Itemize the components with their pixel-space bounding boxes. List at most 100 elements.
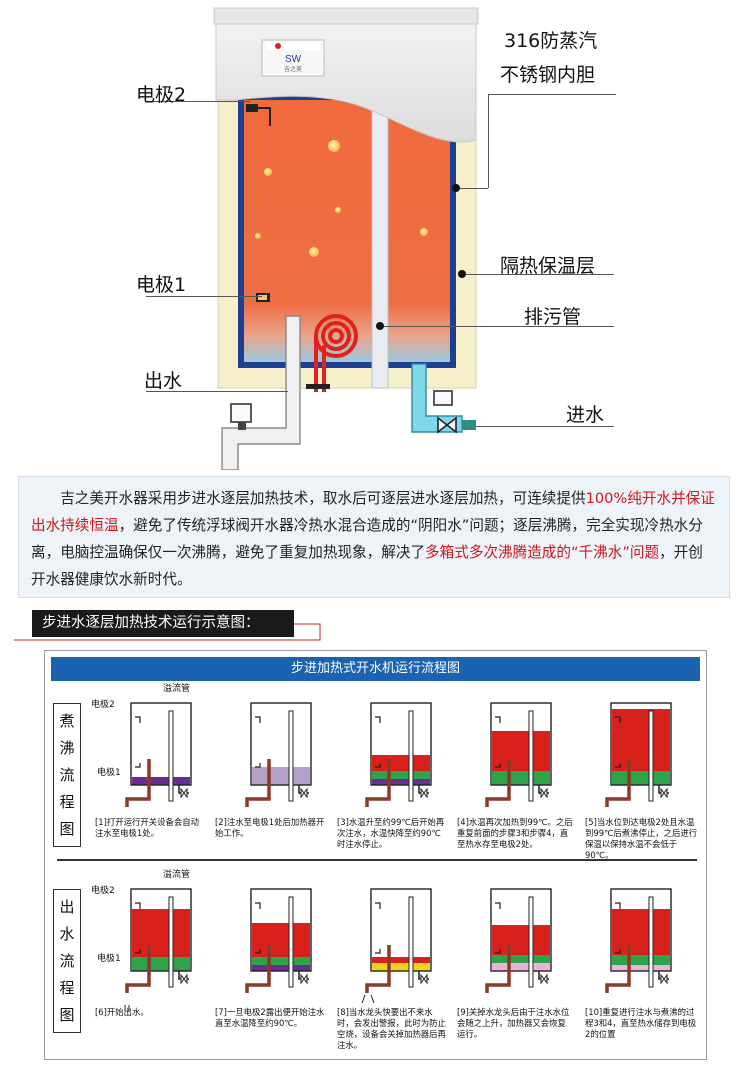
label-electrode-1: 电极1 bbox=[136, 274, 187, 296]
intro-paragraph: 吉之美开水器采用步进水逐层加热技术，取水后可逐层进水逐层加热，可连续提供100%… bbox=[18, 476, 730, 598]
electrode-2-marker bbox=[615, 716, 621, 723]
electrode-1-marker bbox=[495, 763, 501, 768]
label-electrode-2: 电极2 bbox=[136, 84, 187, 106]
row1-caption-4: [4]水温再次加热到99℃。之后重复前面的步骤3和步骤4，直至热水存至电极2处。 bbox=[457, 817, 573, 849]
electrode-2-marker bbox=[495, 716, 501, 723]
alarm-marks bbox=[361, 994, 375, 1004]
label-e2-row1: 电极2 bbox=[91, 700, 115, 710]
inlet-valve bbox=[300, 973, 308, 985]
inlet-valve bbox=[420, 973, 428, 985]
inlet-valve bbox=[660, 787, 668, 799]
side-char: 出 bbox=[59, 898, 75, 916]
label-overflow-row2: 溢流管 bbox=[163, 870, 191, 880]
leader-line bbox=[488, 94, 489, 188]
water-layer bbox=[132, 909, 190, 957]
leader-line bbox=[146, 391, 288, 392]
row2-side-label: 出 水 流 程 图 bbox=[53, 889, 81, 1033]
label-overflow-row1: 溢流管 bbox=[163, 684, 191, 694]
leader-line bbox=[488, 94, 616, 95]
water-layer bbox=[372, 963, 430, 971]
drain-pipe bbox=[371, 107, 389, 389]
label-drain: 排污管 bbox=[524, 306, 582, 328]
water-layer bbox=[132, 957, 190, 971]
intro-text-2: ，避免了传统浮球阀开水器冷热水混合造成的“阴阳水”问题；逐层沸腾，完全实现冷热水… bbox=[31, 517, 703, 561]
water-layer bbox=[492, 963, 550, 971]
label-insulation: 隔热保温层 bbox=[500, 255, 596, 277]
overflow-pipe bbox=[648, 710, 654, 802]
bubble bbox=[420, 228, 428, 236]
overflow-pipe bbox=[528, 896, 534, 988]
water-layer bbox=[492, 925, 550, 955]
logo-text: SW bbox=[285, 54, 302, 65]
electrode-1-marker bbox=[615, 763, 621, 768]
mini-tank bbox=[490, 702, 552, 786]
electrode-1-marker bbox=[255, 763, 261, 768]
mini-tank bbox=[370, 888, 432, 972]
mini-tank bbox=[490, 888, 552, 972]
outlet-pipe bbox=[245, 759, 271, 807]
side-char: 沸 bbox=[59, 739, 75, 757]
row2-caption-4: [9]关掉水龙头后由于注水水位会随之上升，加热器又会恢复运行。 bbox=[457, 1007, 570, 1039]
outlet-pipe bbox=[365, 759, 391, 807]
overflow-pipe bbox=[168, 896, 174, 988]
overflow-pipe bbox=[168, 710, 174, 802]
water-layer bbox=[492, 771, 550, 785]
electrode-1-marker bbox=[135, 949, 141, 954]
mini-tank bbox=[250, 702, 312, 786]
leader-line bbox=[466, 274, 614, 275]
section-title: 步进水逐层加热技术运行示意图： bbox=[32, 610, 294, 637]
overflow-pipe bbox=[408, 710, 414, 802]
marker-dot bbox=[376, 322, 384, 330]
intro-text-3: ，开创开水器健康饮水新时代。 bbox=[31, 544, 703, 588]
water-layer bbox=[492, 731, 550, 771]
outlet-pipe bbox=[125, 759, 151, 807]
hot-water bbox=[244, 100, 450, 362]
leader-line bbox=[146, 296, 262, 297]
water-layer bbox=[612, 771, 670, 785]
row2-caption-5: [10]重复进行注水与煮沸的过程3和4，直至热水储存到电极2的位置 bbox=[585, 1007, 697, 1039]
label-e1-row1: 电极1 bbox=[97, 768, 121, 778]
mini-tank bbox=[610, 888, 672, 972]
mini-tank bbox=[250, 888, 312, 972]
label-outlet: 出水 bbox=[144, 370, 183, 392]
inlet-valve bbox=[180, 787, 188, 799]
inlet-valve bbox=[540, 973, 548, 985]
inlet-valve bbox=[300, 787, 308, 799]
bubble bbox=[328, 140, 340, 152]
row1-side-label: 煮 沸 流 程 图 bbox=[53, 703, 81, 847]
row2-caption-2: [7]一旦电极2露出便开始注水直至水温降至约90℃。 bbox=[215, 1007, 325, 1028]
bubble bbox=[255, 233, 261, 239]
electrode-2-marker bbox=[375, 902, 381, 909]
overflow-pipe bbox=[288, 710, 294, 802]
electrode-1-marker bbox=[375, 949, 381, 954]
mini-tank bbox=[610, 702, 672, 786]
side-char: 程 bbox=[59, 979, 75, 997]
label-inlet: 进水 bbox=[566, 404, 605, 426]
intro-text-1: 吉之美开水器采用步进水逐层加热技术，取水后可逐层进水逐层加热，可连续提供 bbox=[60, 490, 586, 507]
inlet-pipe bbox=[411, 363, 476, 434]
inlet-valve bbox=[180, 973, 188, 985]
label-e2-row2: 电极2 bbox=[91, 886, 115, 896]
intro-highlight-2: 多箱式多次沸腾造成的“千沸水”问题 bbox=[425, 544, 660, 561]
electrode-2 bbox=[246, 104, 258, 112]
electrode-1-marker bbox=[615, 949, 621, 954]
mini-tank bbox=[130, 702, 192, 786]
inlet-valve bbox=[420, 787, 428, 799]
electrode-2-marker bbox=[255, 716, 261, 723]
outflow-drops bbox=[124, 1005, 130, 1011]
outlet-pipe bbox=[485, 945, 511, 993]
label-e1-row2: 电极1 bbox=[97, 954, 121, 964]
marker-dot bbox=[458, 270, 466, 278]
side-char: 图 bbox=[59, 1006, 75, 1024]
row-divider bbox=[57, 859, 697, 861]
water-layer bbox=[372, 755, 430, 771]
outlet-pipe bbox=[245, 945, 271, 993]
electrode-1-marker bbox=[135, 763, 141, 768]
water-layer bbox=[252, 957, 310, 965]
electrode-2-marker bbox=[255, 902, 261, 909]
water-layer bbox=[372, 779, 430, 785]
mini-tank bbox=[130, 888, 192, 972]
outlet-pipe bbox=[605, 945, 631, 993]
water-layer bbox=[372, 957, 430, 963]
electrode-2-marker bbox=[135, 716, 141, 723]
